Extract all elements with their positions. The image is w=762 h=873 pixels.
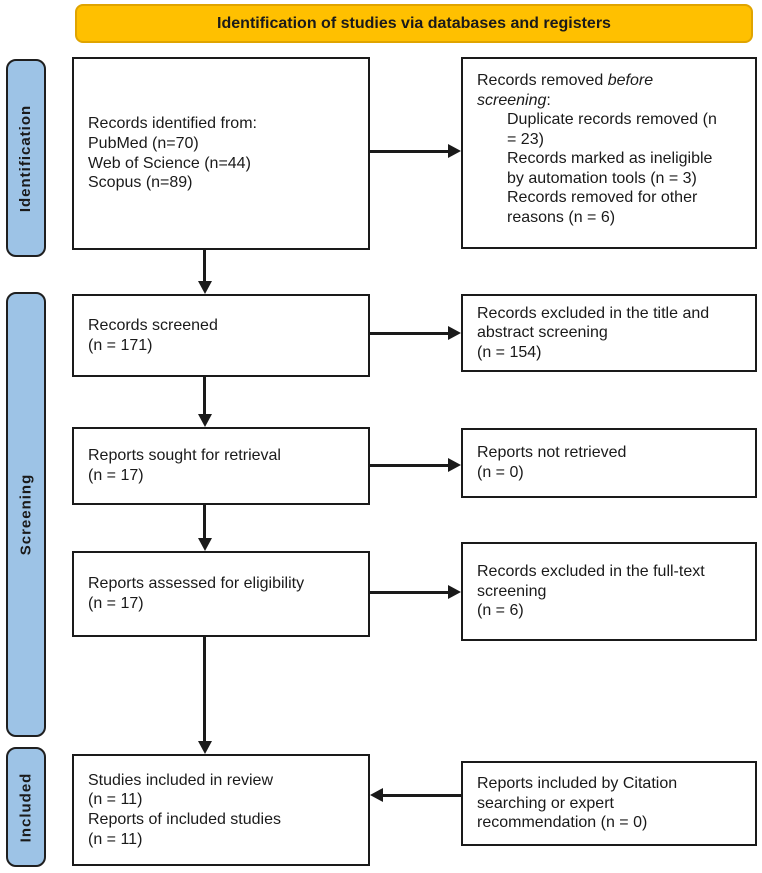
records-removed-item-automation: Records marked as ineligible by automati… — [507, 150, 713, 187]
box-excluded-title-abstract: Records excluded in the title and abstra… — [461, 294, 757, 372]
box-not-retrieved-text: Reports not retrieved (n = 0) — [477, 444, 627, 481]
box-reports-assessed: Reports assessed for eligibility (n = 17… — [72, 551, 370, 637]
records-removed-item-other: Records removed for other reasons (n = 6… — [507, 189, 698, 226]
box-excluded-title-abstract-text: Records excluded in the title and abstra… — [477, 304, 710, 361]
box-studies-included-text: Studies included in review (n = 11) Repo… — [88, 771, 281, 848]
box-not-retrieved: Reports not retrieved (n = 0) — [461, 428, 757, 498]
box-citation-searching-text: Reports included by Citation searching o… — [477, 775, 678, 832]
stage-bar-identification-label: Identification — [17, 104, 35, 212]
stage-bar-included: Included — [6, 747, 46, 867]
title-banner-label: Identification of studies via databases … — [217, 14, 611, 32]
box-records-removed-items: Duplicate records removed (n = 23) Recor… — [477, 110, 745, 227]
records-removed-lead-italic: before screening — [477, 72, 654, 109]
records-removed-lead-normal: Records removed — [477, 72, 608, 89]
stage-bar-identification: Identification — [6, 59, 46, 257]
box-reports-assessed-text: Reports assessed for eligibility (n = 17… — [88, 575, 305, 612]
box-excluded-full-text-text: Records excluded in the full-text screen… — [477, 563, 705, 620]
stage-bar-screening-label: Screening — [17, 473, 35, 556]
box-excluded-full-text: Records excluded in the full-text screen… — [461, 542, 757, 641]
box-records-removed-lead: Records removed before screening: — [477, 71, 745, 110]
box-reports-sought: Reports sought for retrieval (n = 17) — [72, 427, 370, 505]
stage-bar-screening: Screening — [6, 292, 46, 737]
stage-bar-included-label: Included — [17, 772, 35, 842]
records-removed-item-duplicates: Duplicate records removed (n = 23) — [507, 111, 717, 148]
box-records-screened-text: Records screened (n = 171) — [88, 316, 218, 354]
box-records-identified-text: Records identified from: PubMed (n=70) W… — [88, 115, 257, 192]
box-citation-searching: Reports included by Citation searching o… — [461, 761, 757, 846]
records-removed-lead-suffix: : — [546, 91, 551, 109]
box-reports-sought-text: Reports sought for retrieval (n = 17) — [88, 447, 281, 484]
box-records-removed: Records removed before screening: Duplic… — [461, 57, 757, 249]
box-studies-included: Studies included in review (n = 11) Repo… — [72, 754, 370, 866]
title-banner: Identification of studies via databases … — [75, 4, 753, 43]
box-records-screened: Records screened (n = 171) — [72, 294, 370, 377]
box-records-identified: Records identified from: PubMed (n=70) W… — [72, 57, 370, 250]
